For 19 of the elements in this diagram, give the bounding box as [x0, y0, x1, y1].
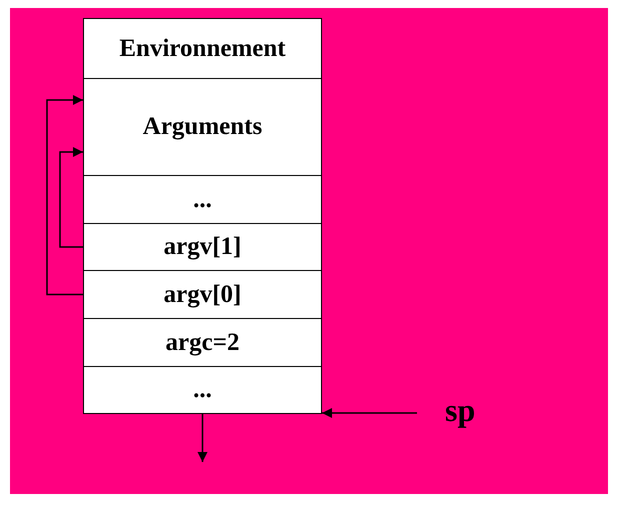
cell-label: argc=2	[166, 328, 240, 356]
arrow	[198, 414, 208, 462]
cell-label: ...	[193, 186, 212, 214]
stack-cell	[83, 223, 322, 271]
stack-cell	[83, 366, 322, 414]
arrow	[59, 147, 83, 248]
cell-label: Arguments	[142, 113, 262, 141]
stack-cell	[83, 78, 322, 176]
cell-label: Environnement	[119, 34, 286, 62]
stack-cell	[83, 175, 322, 224]
stack-cell	[83, 318, 322, 367]
arrow	[322, 408, 417, 418]
arrow	[46, 95, 83, 296]
cell-label: argv[0]	[164, 280, 242, 308]
pointer-label: sp	[445, 392, 476, 429]
stack-cell	[83, 18, 322, 79]
cell-label: argv[1]	[164, 233, 242, 261]
cell-label: ...	[193, 376, 212, 404]
stack-cell	[83, 270, 322, 319]
